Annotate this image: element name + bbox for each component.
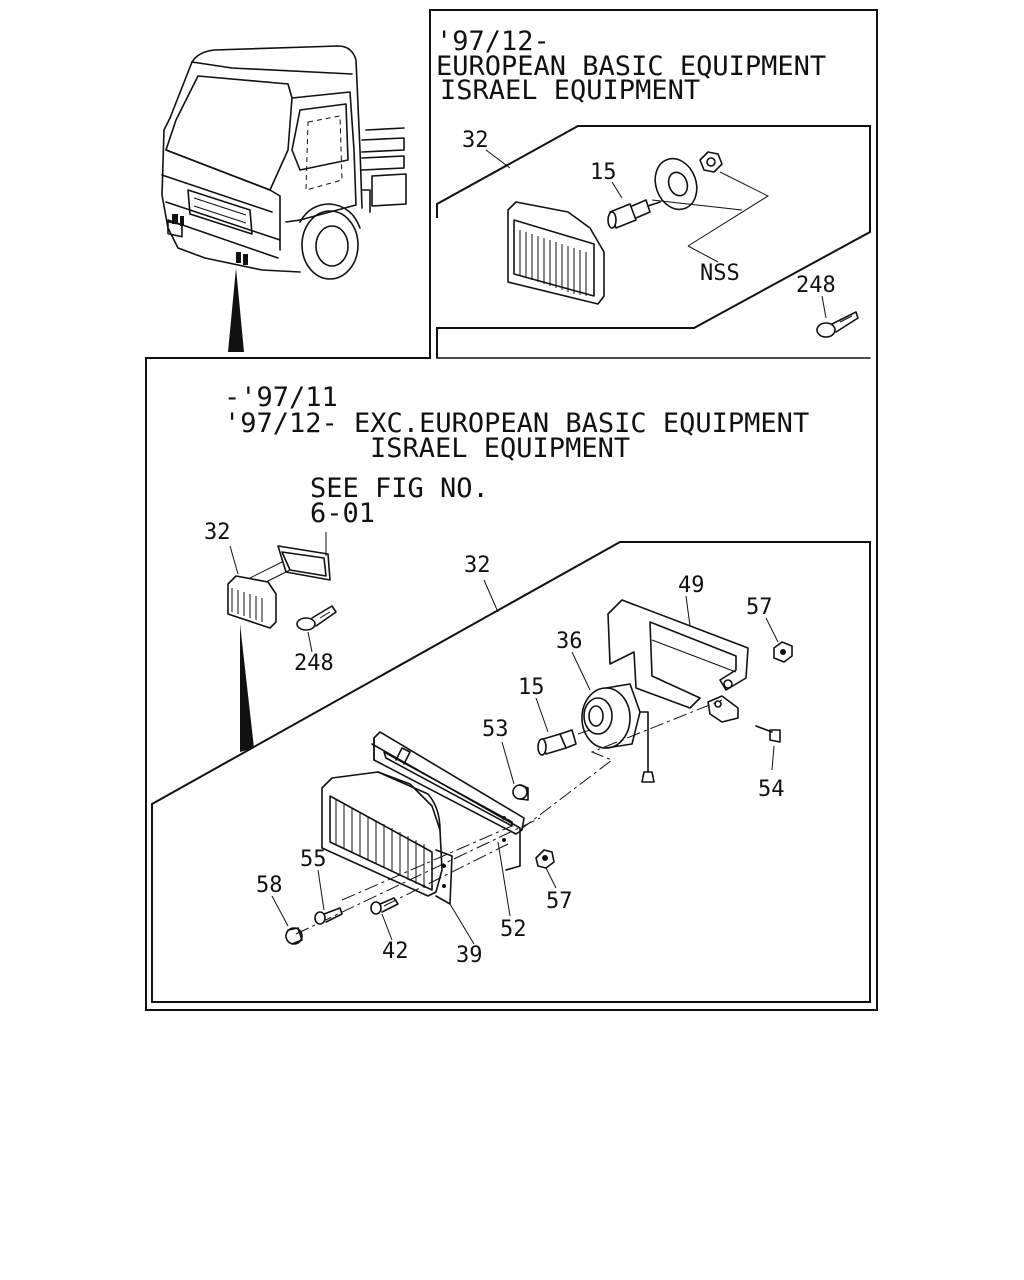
see-fig-line-1: SEE FIG NO. [310,473,489,504]
top-heading-line-3: ISRAEL EQUIPMENT [440,75,700,106]
fog-lamp-top [507,201,605,305]
callout-gasket: 52 [500,917,527,942]
bracket [607,599,749,723]
truck-illustration [161,45,407,352]
main-lamp [321,771,453,905]
bulb-lower [537,729,591,756]
callout-clip-top: 248 [796,273,836,298]
callout-nss: NSS [700,261,740,286]
callout-screw-left: 55 [300,847,327,872]
small-lamp [227,532,331,629]
cap [285,927,303,945]
nut-upper [773,641,793,663]
callout-small-lamp: 32 [204,520,231,545]
top-heading-line-1: '97/12- [436,26,550,57]
small-clip [296,605,337,631]
top-panel: '97/12- EUROPEAN BASIC EQUIPMENT ISRAEL … [436,26,859,338]
clip-top [816,311,859,338]
callout-screw-bottom: 42 [382,939,409,964]
callout-bracket: 49 [678,573,705,598]
callout-nut-lower: 57 [546,889,573,914]
callout-bolt-right: 54 [758,777,785,802]
callout-cap: 58 [256,873,283,898]
top-heading-line-2: EUROPEAN BASIC EQUIPMENT [436,51,826,82]
gasket-frame [371,731,525,871]
see-fig-line-2: 6-01 [310,498,375,529]
bottom-panel: -'97/11 '97/12- EXC.EUROPEAN BASIC EQUIP… [204,382,809,968]
bulb-top [607,199,661,229]
screw-bottom [370,897,399,915]
bottom-heading-line-1: -'97/11 [224,382,338,413]
callout-socket: 36 [556,629,583,654]
nut-top [699,151,723,173]
callout-small-clip: 248 [294,651,334,676]
callout-nut-upper: 57 [746,595,773,620]
callout-bulb-top: 15 [590,160,617,185]
callout-lamp-top: 32 [462,128,489,153]
callout-grommet: 53 [482,717,509,742]
gasket-ring-top [654,157,698,211]
bottom-heading-line-3: ISRAEL EQUIPMENT [370,433,630,464]
bottom-heading-line-2: '97/12- EXC.EUROPEAN BASIC EQUIPMENT [224,408,809,439]
socket [581,683,655,783]
screw-left [314,907,343,925]
callout-lamp-assembly: 32 [464,553,491,578]
nut-lower [535,849,555,869]
bolt-right [755,725,781,743]
diagram-frames [145,9,878,1011]
grommet [512,784,529,801]
callout-bezel: 39 [456,943,483,968]
callout-bulb-lower: 15 [518,675,545,700]
